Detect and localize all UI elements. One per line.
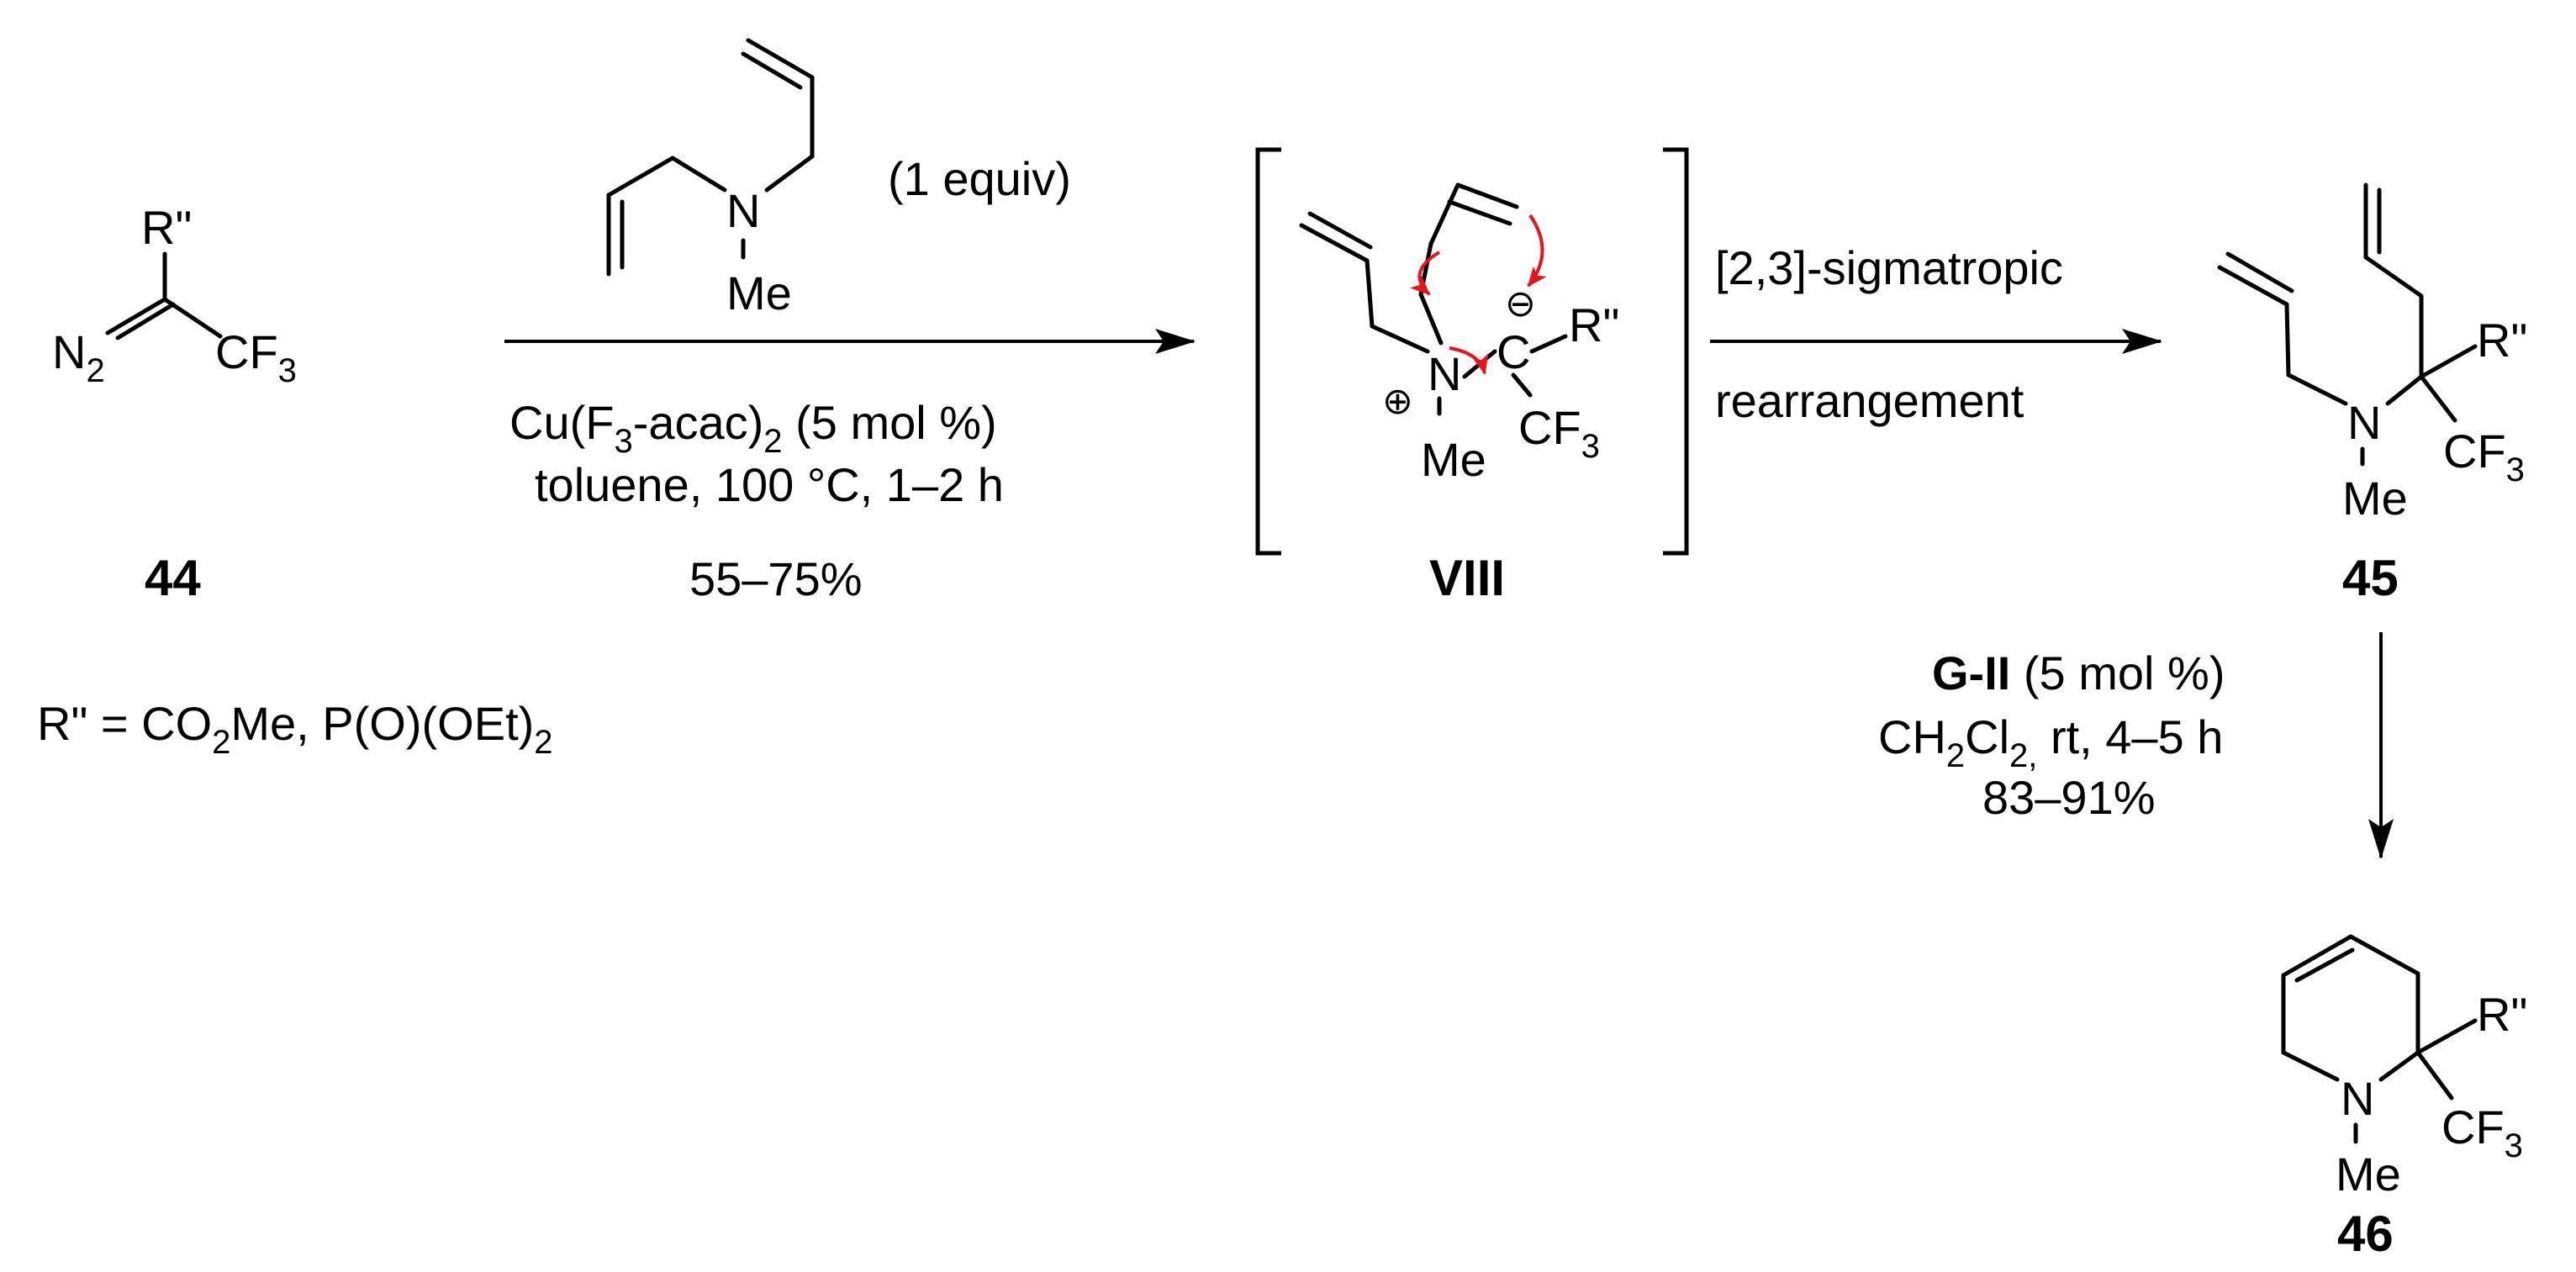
curly-arrow-3: [1449, 346, 1489, 375]
viii-plus-charge: ⊕: [1382, 381, 1413, 422]
arrow3-catalyst: G-II (5 mol %): [1932, 647, 2225, 699]
c44-n2-label: N2: [52, 325, 105, 389]
viii-minus-charge: ⊖: [1505, 283, 1536, 325]
bracket-left: [1255, 147, 1281, 556]
bracket-right: [1663, 147, 1689, 556]
reagent-equiv-label: (1 equiv): [888, 152, 1071, 205]
curly-arrow-2: [1527, 214, 1547, 288]
intermediate-viii: N ⊕ Me C ⊖ R" CF3 VIII: [1255, 147, 1689, 606]
c44-cf3-label: CF3: [215, 325, 297, 389]
compound-number-46: 46: [2337, 1206, 2394, 1262]
viii-me-label: Me: [1421, 433, 1486, 486]
reagent-diallylmethylamine: N Me: [606, 38, 815, 319]
arrow2-label-above: [2,3]-sigmatropic: [1715, 241, 2063, 294]
compound-45: N Me R" CF3 45: [2217, 182, 2527, 606]
arrow1-conditions: toluene, 100 °C, 1–2 h: [535, 458, 1004, 511]
viii-n-label: N: [1428, 347, 1461, 400]
c45-r-label: R": [2477, 314, 2527, 367]
amine-me-label: Me: [726, 267, 792, 319]
curly-arrow-1: [1410, 251, 1441, 296]
arrow1-catalyst: Cu(F3-acac)2 (5 mol %): [509, 396, 997, 460]
c44-r-label: R": [141, 201, 192, 254]
viii-carbanion-c: C: [1497, 325, 1530, 378]
r-definition: R" = CO2Me, P(O)(OEt)2: [37, 697, 553, 761]
compound-number-44: 44: [145, 550, 201, 606]
arrow2-label-below: rearrangement: [1715, 374, 2024, 427]
compound-46: N Me R" CF3 46: [2281, 934, 2527, 1262]
c46-me-label: Me: [2336, 1148, 2401, 1201]
c45-me-label: Me: [2342, 472, 2408, 525]
arrow3-solvent: CH2Cl2, rt, 4–5 h: [1878, 710, 2223, 774]
c46-n-label: N: [2341, 1072, 2374, 1125]
amine-n-label: N: [726, 184, 760, 237]
viii-r-label: R": [1569, 298, 1619, 351]
compound-number-viii: VIII: [1429, 550, 1505, 606]
c46-r-label: R": [2477, 988, 2527, 1041]
viii-cf3-label: CF3: [1518, 401, 1600, 465]
compound-number-45: 45: [2342, 550, 2399, 606]
c46-cf3-label: CF3: [2441, 1100, 2523, 1164]
c45-cf3-label: CF3: [2443, 425, 2525, 488]
compound-44: R" N2 CF3 44: [52, 201, 297, 606]
c45-n-label: N: [2347, 396, 2381, 449]
arrow3-yield: 83–91%: [1982, 771, 2156, 824]
arrow1-yield: 55–75%: [689, 552, 863, 605]
